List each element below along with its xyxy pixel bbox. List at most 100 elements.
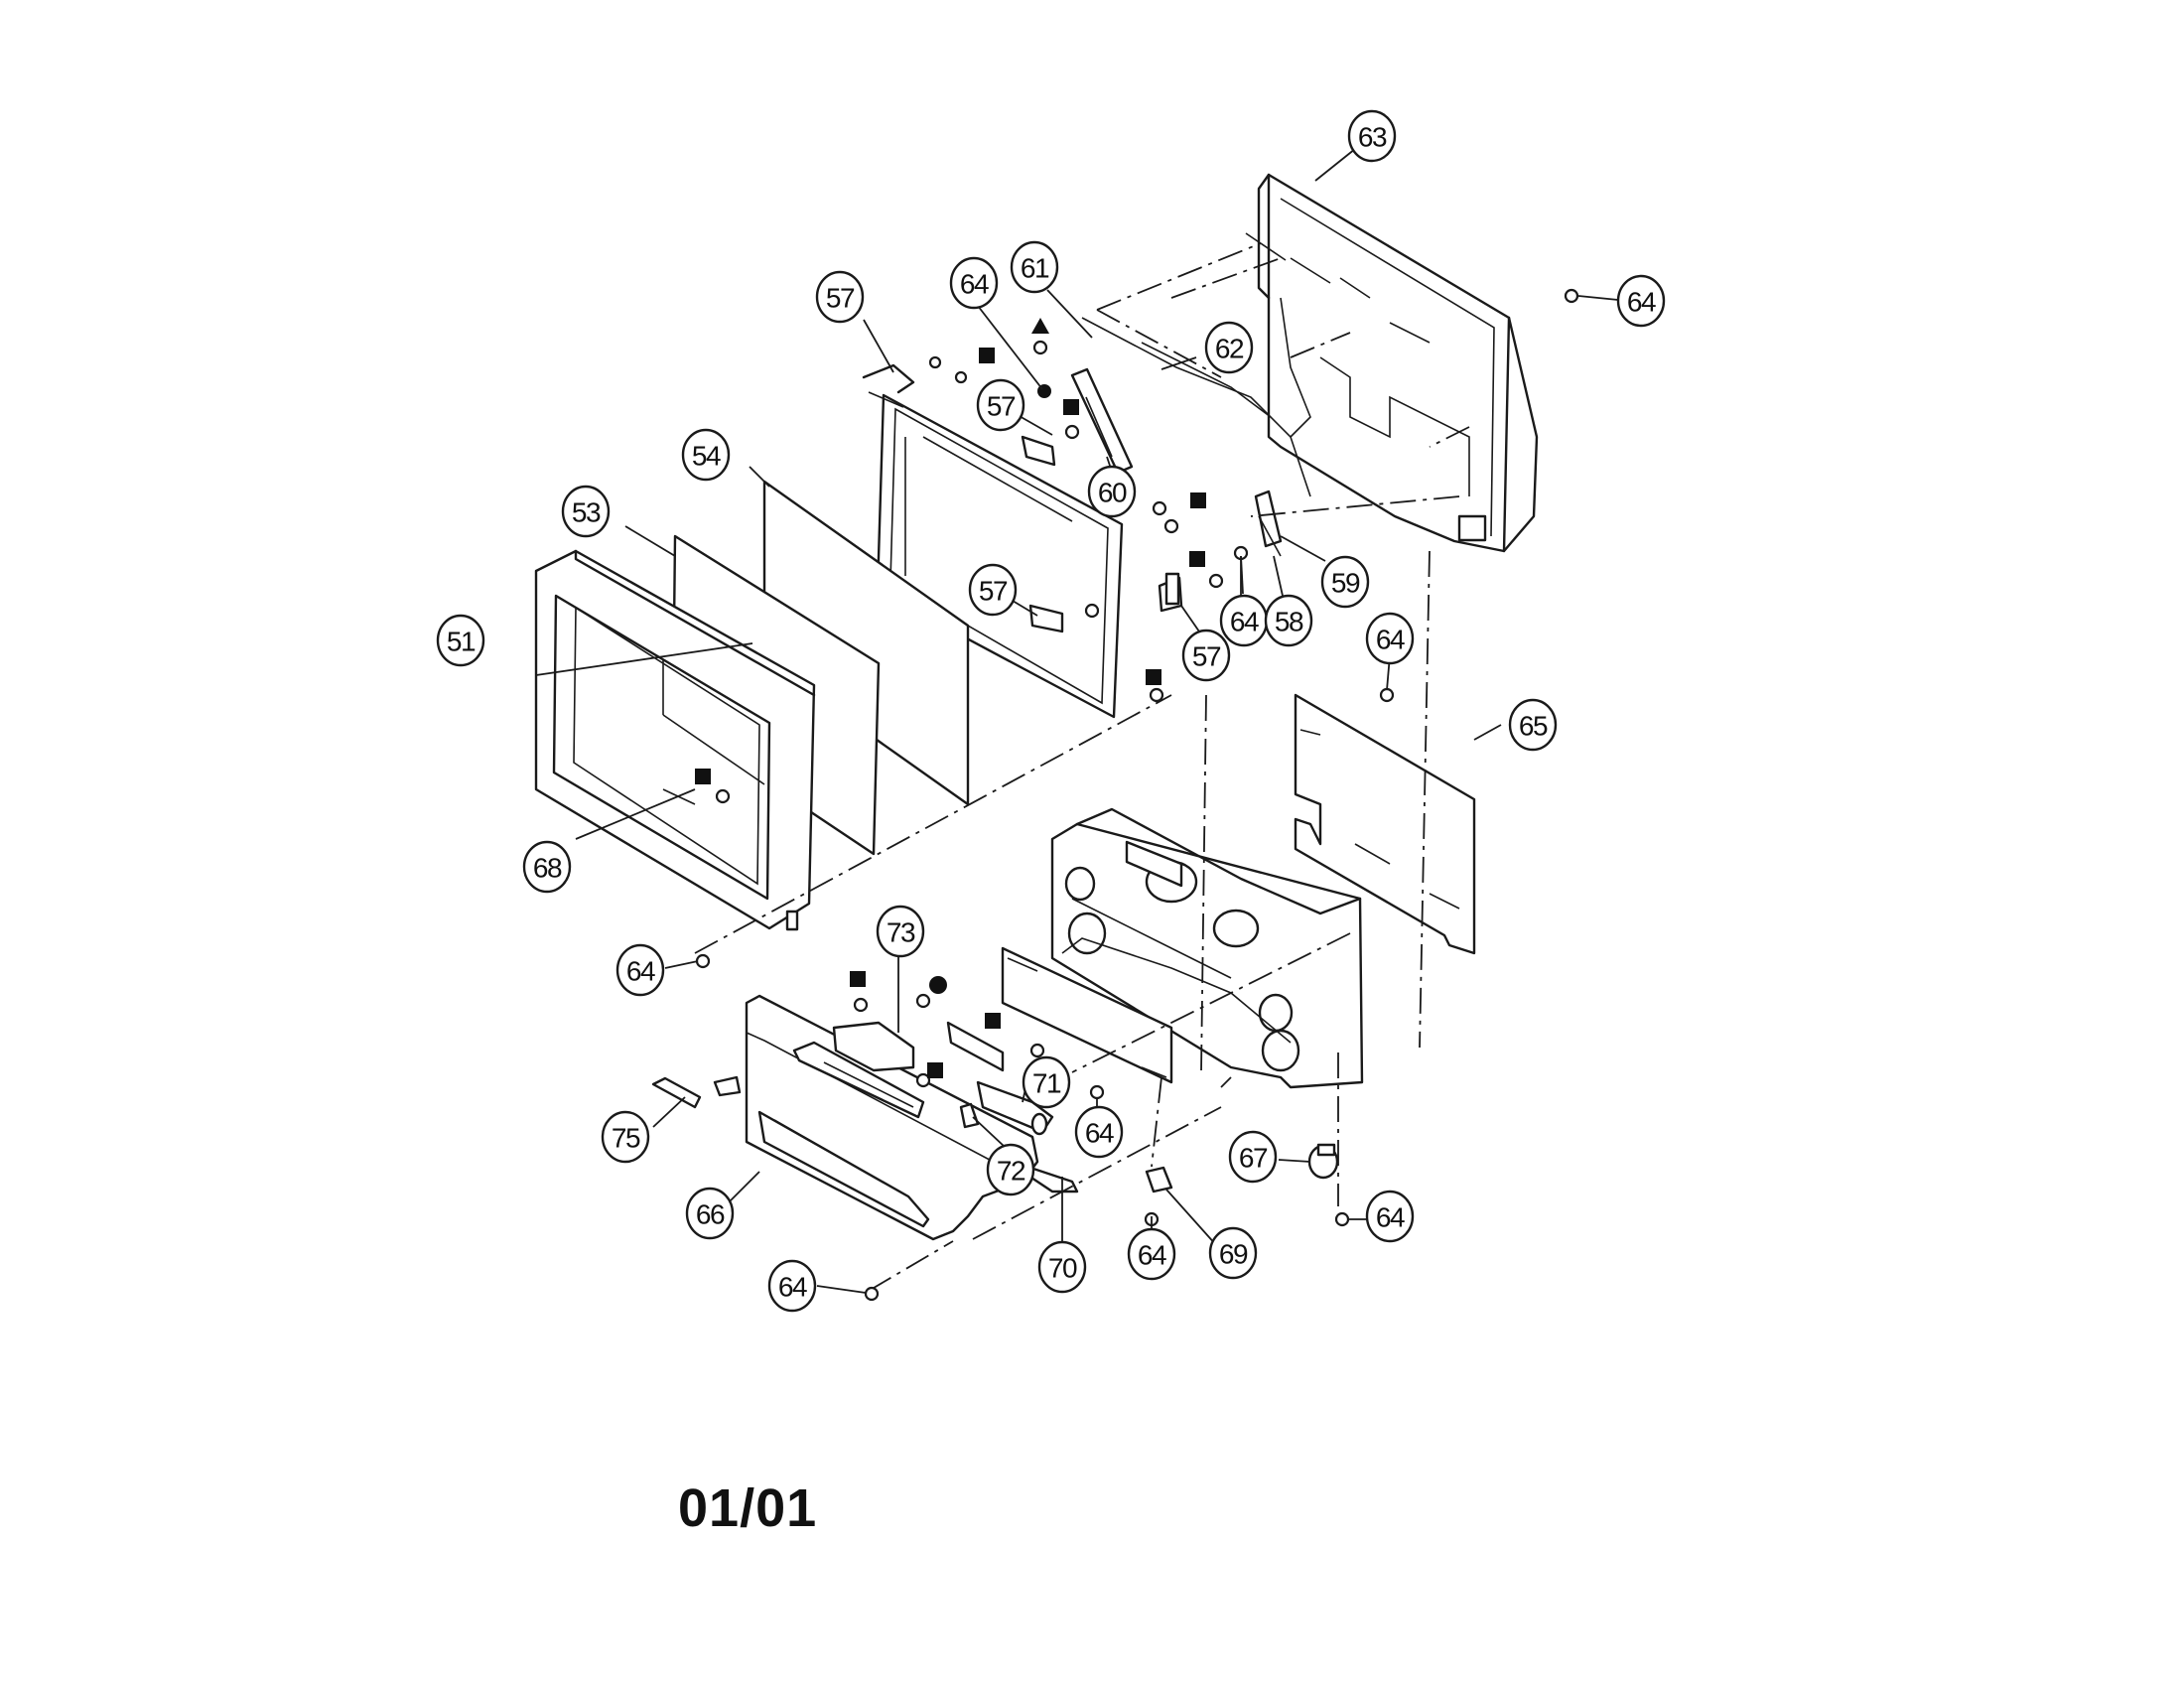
svg-text:64: 64 xyxy=(1230,607,1259,637)
svg-text:61: 61 xyxy=(1021,253,1049,284)
svg-text:70: 70 xyxy=(1048,1253,1077,1284)
bracket-part xyxy=(1145,1166,1173,1193)
screw-icon xyxy=(1089,1084,1105,1100)
caster-part xyxy=(1307,1143,1339,1180)
callout-64: 64 xyxy=(615,943,665,997)
lower-chassis-part xyxy=(1050,807,1364,1089)
leader-lines xyxy=(535,148,1619,1294)
screw-icon xyxy=(1032,340,1048,355)
callout-70: 70 xyxy=(1037,1240,1087,1294)
svg-text:64: 64 xyxy=(778,1272,807,1303)
screw-icon xyxy=(1334,1211,1350,1227)
svg-text:75: 75 xyxy=(612,1123,640,1154)
callout-53: 53 xyxy=(561,485,611,538)
svg-text:64: 64 xyxy=(960,269,989,300)
svg-text:54: 54 xyxy=(692,441,721,472)
svg-text:69: 69 xyxy=(1219,1239,1248,1270)
screw-fasteners xyxy=(695,288,1579,1302)
callout-66: 66 xyxy=(685,1187,735,1240)
screw-icon xyxy=(695,953,711,969)
screw-icon xyxy=(1163,518,1179,534)
svg-text:57: 57 xyxy=(987,391,1016,422)
callout-64: 64 xyxy=(1365,612,1415,665)
svg-text:66: 66 xyxy=(696,1199,725,1230)
screw-icon xyxy=(853,997,869,1013)
svg-text:57: 57 xyxy=(1192,641,1221,672)
callout-bubbles: 63 64 61 57 64 62 57 60 54 53 57 64 58 5… xyxy=(436,109,1666,1313)
upper-chassis-part xyxy=(1070,317,1311,557)
callout-75: 75 xyxy=(601,1110,650,1164)
svg-text:73: 73 xyxy=(887,917,915,948)
screw-icon xyxy=(1379,687,1395,703)
callout-60: 60 xyxy=(1087,465,1137,518)
callout-67: 67 xyxy=(1228,1130,1278,1184)
screw-icon xyxy=(1564,288,1579,304)
svg-text:72: 72 xyxy=(997,1156,1025,1187)
callout-58: 58 xyxy=(1264,594,1313,647)
screw-icon xyxy=(915,993,931,1009)
callout-64: 64 xyxy=(949,256,999,310)
callout-64: 64 xyxy=(1074,1105,1124,1159)
callout-57: 57 xyxy=(815,270,865,324)
svg-text:59: 59 xyxy=(1331,568,1360,599)
screw-icon xyxy=(954,370,968,384)
svg-text:53: 53 xyxy=(572,497,601,528)
screw-icon xyxy=(1084,603,1100,619)
svg-text:64: 64 xyxy=(1627,287,1656,318)
side-button-part xyxy=(651,1075,742,1109)
callout-65: 65 xyxy=(1508,698,1558,752)
svg-text:62: 62 xyxy=(1215,334,1244,364)
screw-icon xyxy=(915,1072,931,1088)
callout-69: 69 xyxy=(1208,1226,1258,1280)
svg-text:57: 57 xyxy=(979,576,1008,607)
square-marker-icon xyxy=(850,971,866,987)
callout-64: 64 xyxy=(767,1259,817,1313)
callout-64: 64 xyxy=(1616,274,1666,328)
callout-61: 61 xyxy=(1010,240,1059,294)
callout-71: 71 xyxy=(1022,1055,1071,1109)
svg-text:60: 60 xyxy=(1098,478,1127,508)
callout-62: 62 xyxy=(1204,321,1254,374)
screw-icon xyxy=(1208,573,1224,589)
callout-72: 72 xyxy=(986,1143,1035,1196)
callout-59: 59 xyxy=(1320,555,1370,609)
screw-icon xyxy=(1064,424,1080,440)
square-marker-icon xyxy=(985,1013,1001,1029)
callout-51: 51 xyxy=(436,614,485,667)
callout-64: 64 xyxy=(1219,594,1269,647)
callout-64: 64 xyxy=(1365,1190,1415,1243)
front-cabinet-part xyxy=(534,549,816,931)
lower-plate-part xyxy=(1001,946,1173,1084)
screw-icon xyxy=(864,1286,880,1302)
square-markers xyxy=(695,318,1206,1078)
callout-73: 73 xyxy=(876,905,925,958)
alignment-lines xyxy=(694,242,1470,1292)
square-marker-icon xyxy=(1146,669,1161,685)
svg-text:65: 65 xyxy=(1519,711,1548,742)
screw-icon xyxy=(1152,500,1167,516)
callout-57: 57 xyxy=(976,378,1025,432)
round-marker-icon xyxy=(929,976,947,994)
callout-68: 68 xyxy=(522,840,572,894)
rear-cabinet-part xyxy=(1245,173,1539,553)
svg-text:64: 64 xyxy=(1138,1240,1166,1271)
callout-57: 57 xyxy=(1181,629,1231,682)
svg-text:64: 64 xyxy=(1085,1118,1114,1149)
square-marker-icon xyxy=(979,348,995,363)
svg-text:51: 51 xyxy=(447,627,476,657)
svg-text:63: 63 xyxy=(1358,122,1387,153)
screw-icon xyxy=(1149,687,1164,703)
callout-57: 57 xyxy=(968,563,1018,617)
svg-text:64: 64 xyxy=(1376,1202,1405,1233)
svg-text:57: 57 xyxy=(826,283,855,314)
square-marker-icon xyxy=(927,1062,943,1078)
svg-text:64: 64 xyxy=(1376,625,1405,655)
page-code: 01/01 xyxy=(678,1478,818,1538)
svg-text:68: 68 xyxy=(533,853,562,884)
svg-text:58: 58 xyxy=(1275,607,1303,637)
callout-63: 63 xyxy=(1347,109,1397,163)
screw-icon xyxy=(1029,1043,1045,1058)
screw-icon xyxy=(928,355,942,369)
svg-text:71: 71 xyxy=(1032,1068,1061,1099)
